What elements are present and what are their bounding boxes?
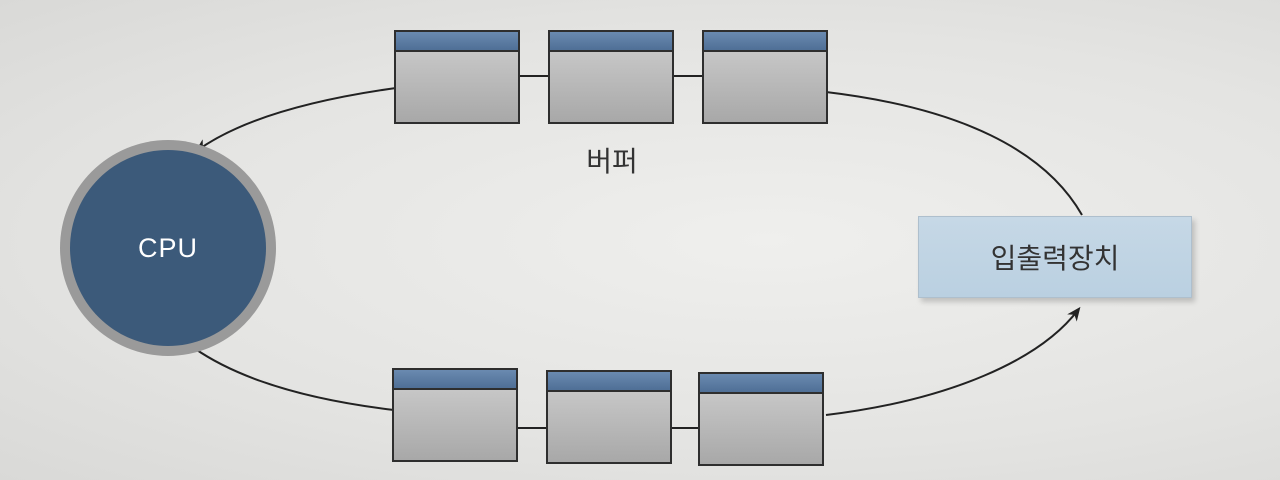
io-device-node: 입출력장치 (918, 216, 1192, 298)
buffer-block-bottom-2 (546, 370, 672, 464)
cpu-label: CPU (137, 232, 198, 263)
line-cpu-to-buffer (193, 347, 395, 411)
buffer-block-bottom-1 (392, 368, 518, 462)
buffer-header (548, 372, 670, 392)
arrow-buffer-to-device (825, 306, 1081, 416)
buffer-header (700, 374, 822, 394)
buffer-header (704, 32, 826, 52)
buffer-label: 버퍼 (586, 145, 638, 178)
buffer-block-top-1 (394, 30, 520, 124)
buffer-block-top-3 (702, 30, 828, 124)
line-device-to-buffer (825, 91, 1083, 216)
io-device-label: 입출력장치 (990, 242, 1120, 275)
buffer-block-bottom-3 (698, 372, 824, 466)
buffer-header (550, 32, 672, 52)
arrow-buffer-to-cpu (194, 87, 397, 153)
buffer-block-top-2 (548, 30, 674, 124)
cpu-node: CPU (70, 150, 266, 346)
buffer-header (396, 32, 518, 52)
buffer-header (394, 370, 516, 390)
